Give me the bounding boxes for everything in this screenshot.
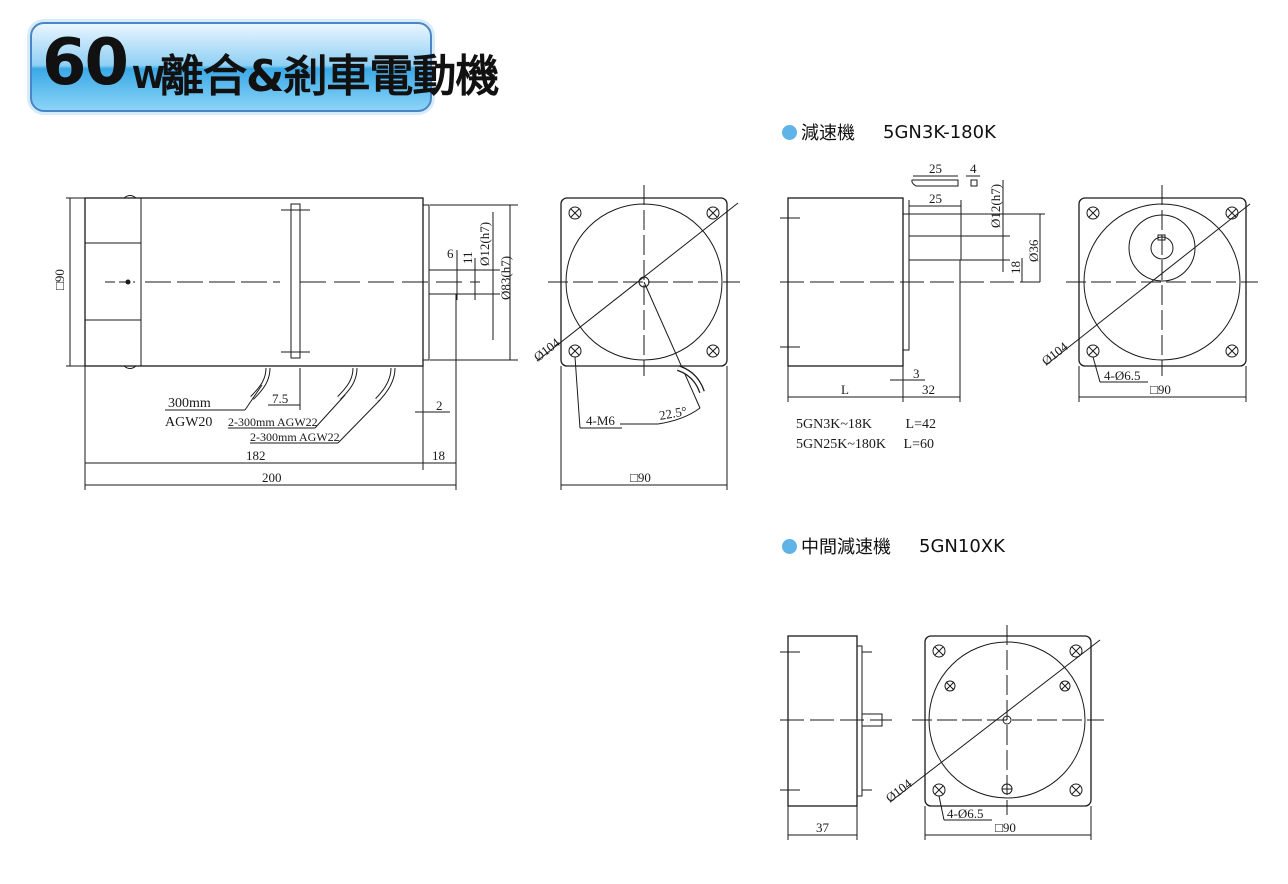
power-unit: W — [132, 61, 166, 96]
dim-square-90: □90 — [52, 269, 67, 290]
mount-hole-icon — [568, 206, 720, 358]
dim-11: 11 — [460, 251, 475, 264]
intermediate-front-dimensions: Ø104 4-Ø6.5 □90 — [883, 775, 1016, 835]
title-badge: 60 W 離合&剎車電動機 — [30, 22, 499, 112]
reducer-note-2: 5GN25K~180K L=60 — [796, 437, 934, 453]
dim-d36: Ø36 — [1026, 239, 1041, 262]
intermediate-front-view — [889, 625, 1104, 840]
dim-18: 18 — [432, 448, 445, 463]
dim-width: □90 — [995, 820, 1016, 835]
dim-L: L — [841, 382, 849, 397]
dim-18: 18 — [1008, 261, 1023, 274]
dim-6: 6 — [447, 246, 454, 261]
mount-holes: 4-Ø6.5 — [947, 806, 983, 821]
reducer-model: 5GN3K-180K — [883, 121, 996, 143]
dim-182: 182 — [246, 448, 266, 463]
dim-width: □90 — [630, 470, 651, 485]
dim-3: 3 — [913, 366, 920, 381]
reducer-side-dimensions: 25 4 25 Ø12(h7) Ø36 18 3 L 32 — [841, 161, 1041, 397]
power-value: 60 — [42, 26, 129, 100]
reducer-side-view — [780, 175, 1045, 402]
dim-d12: Ø12(h7) — [477, 222, 492, 266]
intermediate-heading-label: 中間減速機 — [801, 537, 891, 558]
intermediate-side-view — [780, 635, 892, 840]
page-title: 離合&剎車電動機 — [160, 51, 499, 102]
reducer-heading: 減速機 5GN3K-180K — [782, 119, 996, 145]
mount-holes: 4-Ø6.5 — [1104, 368, 1140, 383]
lead1-awg: AGW20 — [165, 415, 212, 430]
key-4: 4 — [970, 161, 977, 176]
motor-side-view — [66, 195, 518, 490]
intermediate-model: 5GN10XK — [919, 535, 1005, 557]
lead2-spec: 2-300mm AGW22 — [228, 415, 318, 429]
mount-holes: 4-M6 — [586, 413, 615, 428]
dim-37: 37 — [816, 820, 830, 835]
motor-side-dimensions: □90 Ø12(h7) Ø83(h7) 11 6 300mm AGW20 2-3… — [52, 222, 513, 485]
intermediate-heading: 中間減速機 5GN10XK — [782, 533, 1005, 559]
dim-d12: Ø12(h7) — [988, 184, 1003, 228]
key-25b: 25 — [929, 191, 942, 206]
note-range: 5GN3K~18K — [796, 417, 873, 432]
dim-d104: Ø104 — [1039, 338, 1071, 368]
motor-front-view — [536, 185, 740, 490]
dim-angle: 22.5° — [658, 403, 688, 423]
note-range: 5GN25K~180K — [796, 437, 887, 452]
dim-7-5: 7.5 — [272, 391, 288, 406]
reducer-front-view — [1045, 185, 1258, 402]
reducer-note-1: 5GN3K~18K L=42 — [796, 417, 936, 433]
reducer-heading-label: 減速機 — [801, 123, 855, 144]
dim-d104: Ø104 — [883, 775, 915, 805]
bullet-icon — [782, 538, 797, 554]
note-length: L=42 — [905, 417, 936, 432]
lead1-length: 300mm — [168, 396, 211, 411]
note-length: L=60 — [903, 437, 934, 452]
key-25a: 25 — [929, 161, 942, 176]
reducer-front-dimensions: Ø104 4-Ø6.5 □90 — [1039, 338, 1171, 397]
dim-d83: Ø83(h7) — [498, 256, 513, 300]
dim-width: □90 — [1150, 382, 1171, 397]
dim-2: 2 — [436, 398, 443, 413]
lead3-spec: 2-300mm AGW22 — [250, 430, 340, 444]
dim-32: 32 — [922, 382, 935, 397]
intermediate-side-dimensions: 37 — [816, 820, 830, 835]
dim-d104: Ø104 — [531, 334, 563, 364]
mount-hole-icon — [1086, 206, 1239, 358]
bullet-icon — [782, 124, 797, 140]
dim-200: 200 — [262, 470, 282, 485]
